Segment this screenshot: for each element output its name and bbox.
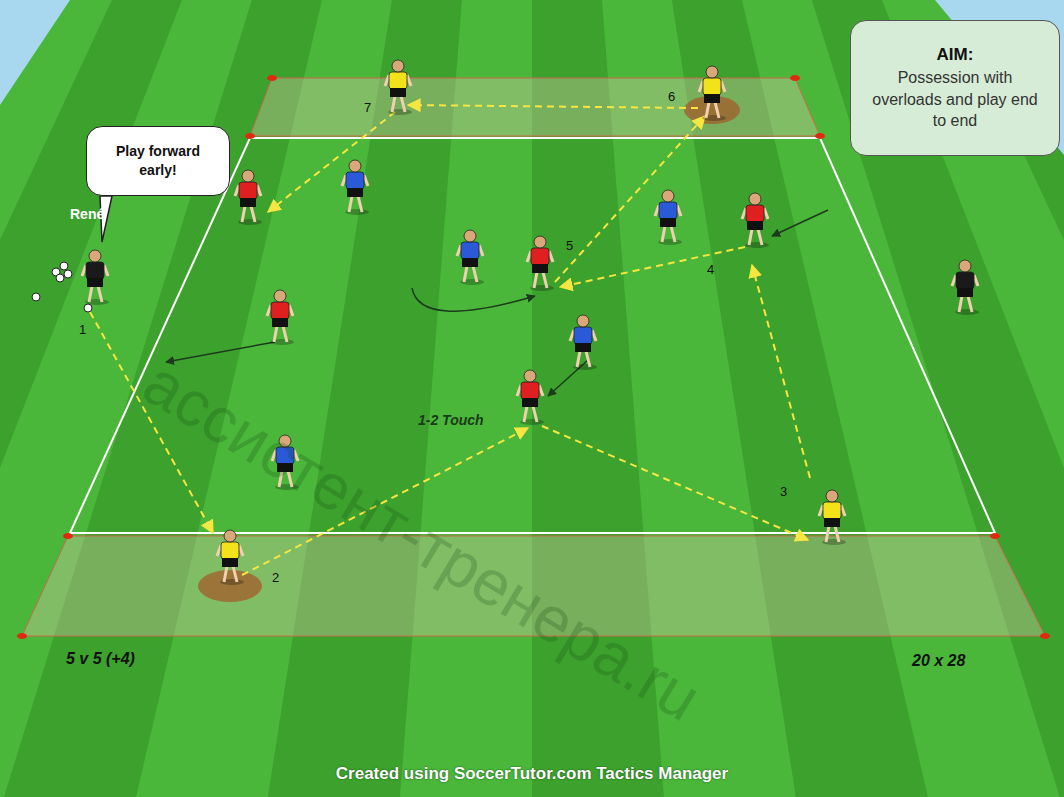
end-zone <box>250 78 820 136</box>
node-heading: AIM: <box>937 44 974 67</box>
player-figure <box>819 490 846 545</box>
speech-bubble: Play forward early! <box>86 126 230 196</box>
callout-number: 5 <box>566 238 573 253</box>
player-figure <box>742 193 769 248</box>
caption: Created using SoccerTutor.com Tactics Ma… <box>0 764 1064 784</box>
watermark: ассистент-тренера.ru <box>131 345 713 735</box>
callout-number: 3 <box>780 484 787 499</box>
movement-arrows <box>166 210 828 396</box>
grass-stripe <box>812 0 1064 797</box>
player-figure <box>235 170 262 225</box>
callout-number: 1 <box>79 322 86 337</box>
player-figure <box>517 370 544 425</box>
player-figure <box>82 250 109 305</box>
player-figure <box>527 236 554 291</box>
playing-area <box>70 138 995 533</box>
player-figure <box>267 290 294 345</box>
player-figure <box>699 66 726 121</box>
balls <box>32 262 92 312</box>
callout-number: 2 <box>272 570 279 585</box>
coach-name: René <box>70 206 104 222</box>
target-zone <box>198 570 262 602</box>
callout-number: 4 <box>707 262 714 277</box>
players <box>82 60 979 585</box>
area-size: 20 x 28 <box>912 652 965 670</box>
player-figure <box>952 260 979 315</box>
touch-note: 1-2 Touch <box>418 412 484 428</box>
node-body: Possession with overloads and play end t… <box>866 67 1044 132</box>
cones <box>17 75 1050 639</box>
node-heading: Play forward early! <box>102 142 214 180</box>
player-figure <box>342 160 369 215</box>
sky-corner <box>0 0 70 105</box>
player-figure <box>385 60 412 115</box>
player-figure <box>457 230 484 285</box>
player-figure <box>272 435 299 490</box>
callout-number: 7 <box>364 100 371 115</box>
player-figure <box>217 530 244 585</box>
bubble-tail <box>100 196 112 242</box>
callout-number: 6 <box>668 89 675 104</box>
aim-box: AIM:Possession with overloads and play e… <box>850 20 1060 156</box>
player-figure <box>655 190 682 245</box>
player-count: 5 v 5 (+4) <box>66 650 135 668</box>
end-zone <box>22 536 1045 636</box>
player-figure <box>570 315 597 370</box>
